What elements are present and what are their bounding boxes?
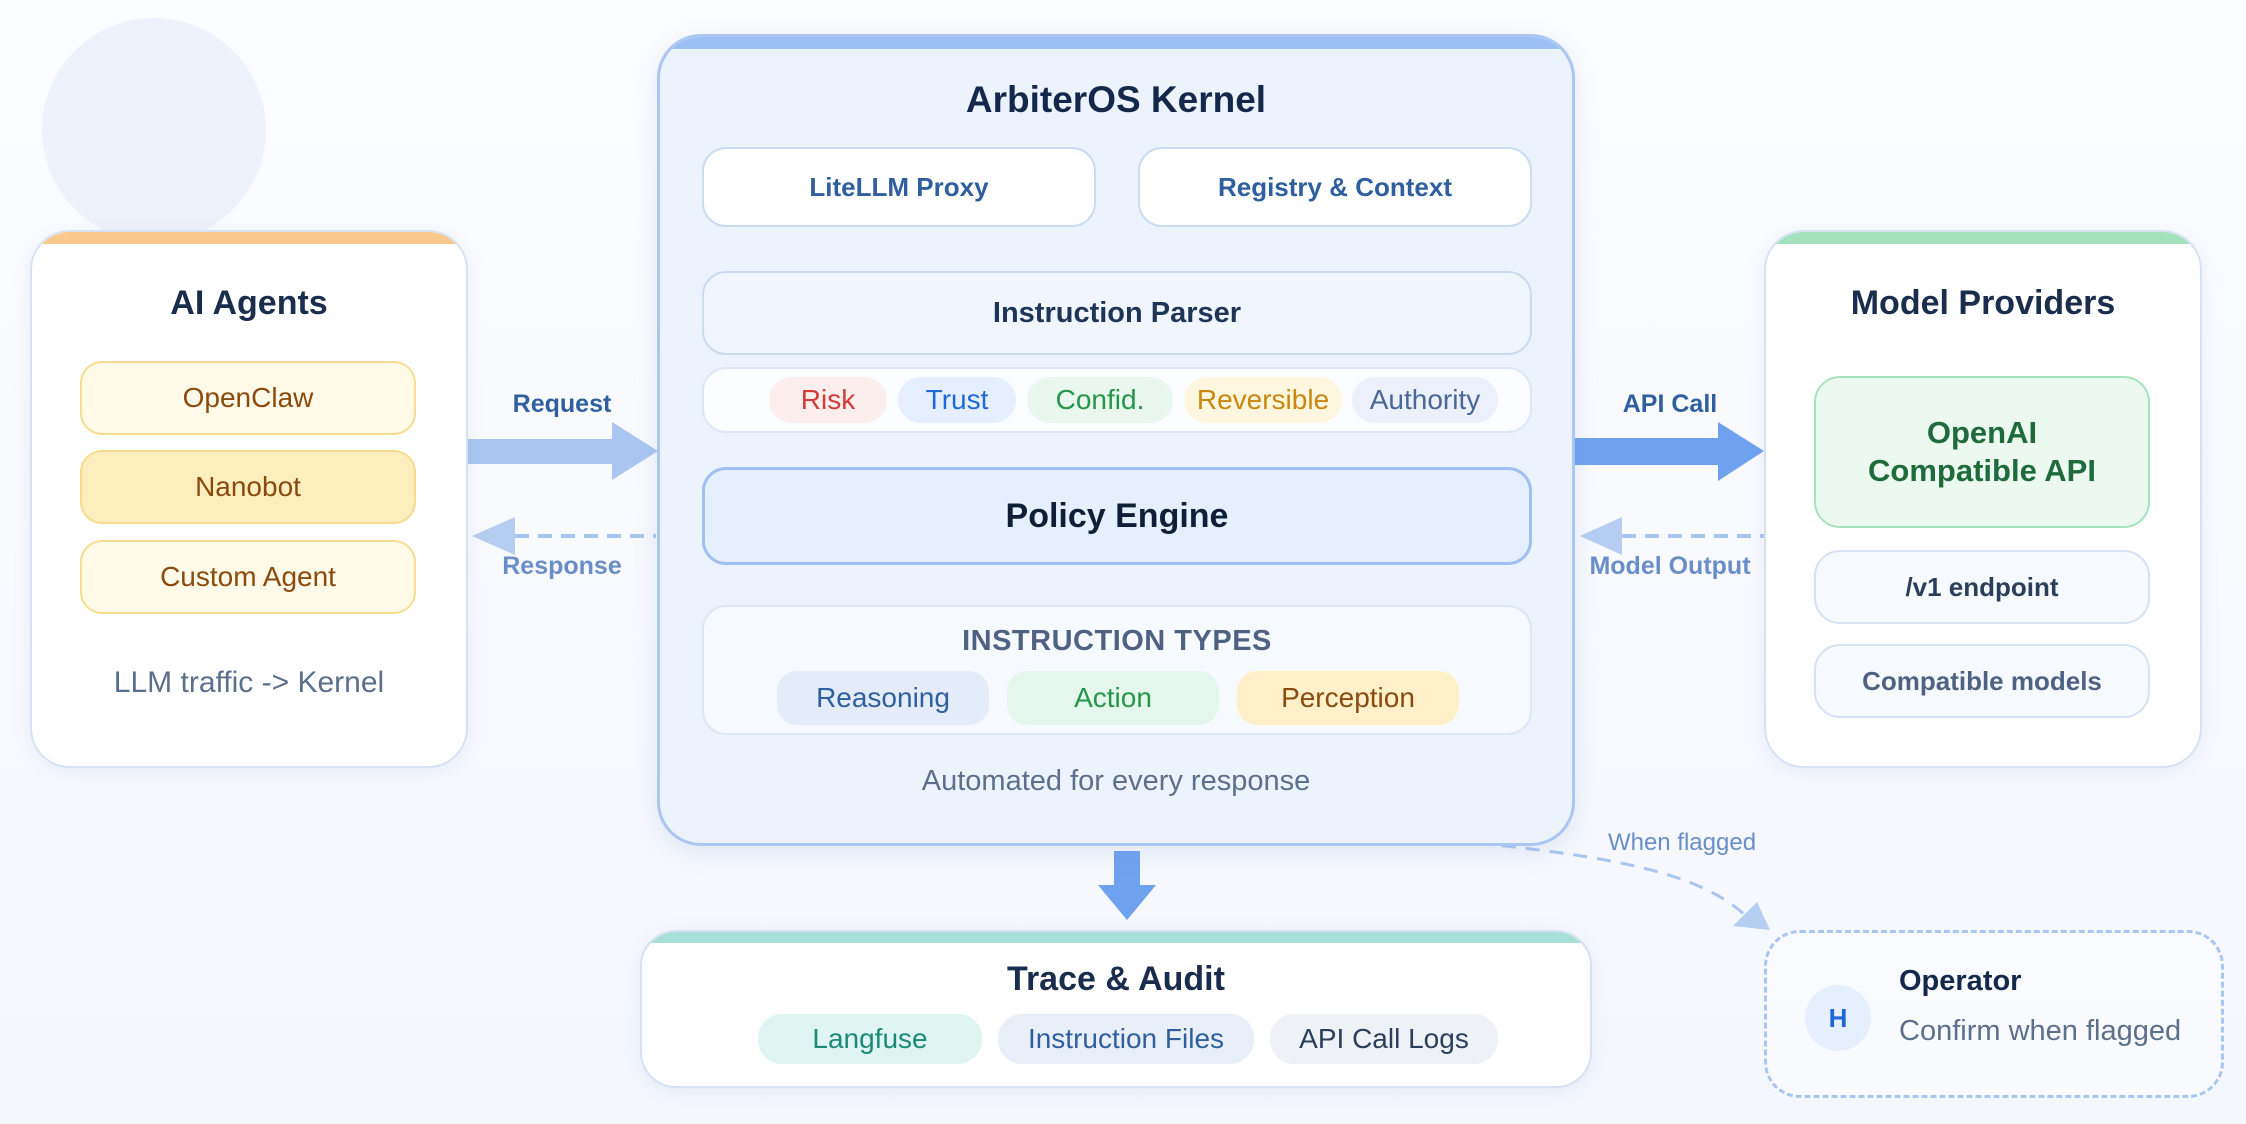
operator-title: Operator (1899, 965, 2022, 997)
attr-risk: Risk (769, 377, 887, 423)
model-output-arrow-head (1580, 517, 1622, 555)
attr-authority: Authority (1352, 377, 1498, 423)
policy-engine[interactable]: Policy Engine (702, 467, 1532, 565)
registry-context[interactable]: Registry & Context (1138, 147, 1532, 227)
response-arrow-head (472, 517, 515, 555)
agent-custom[interactable]: Custom Agent (80, 540, 416, 614)
response-label: Response (502, 552, 622, 580)
type-reasoning: Reasoning (777, 671, 989, 725)
operator-subtitle: Confirm when flagged (1899, 1015, 2182, 1047)
agent-nanobot[interactable]: Nanobot (80, 450, 416, 524)
ai-agents-band (32, 232, 466, 244)
compatible-api-line: Compatible API (1868, 453, 2096, 488)
trace-audit-band (642, 932, 1590, 943)
model-output-label: Model Output (1589, 552, 1751, 580)
trace-langfuse[interactable]: Langfuse (758, 1014, 982, 1064)
openai-line: OpenAI (1926, 415, 2038, 450)
trace-audit-title: Trace & Audit (1007, 960, 1225, 998)
model-providers-card: Model Providers OpenAI Compatible API /v… (1764, 230, 2202, 768)
ai-agents-card: AI Agents OpenClaw Nanobot Custom Agent … (30, 230, 468, 768)
v1-endpoint[interactable]: /v1 endpoint (1814, 550, 2150, 624)
attr-confid: Confid. (1027, 377, 1173, 423)
model-providers-title: Model Providers (1850, 284, 2116, 322)
operator-box: H Operator Confirm when flagged (1764, 930, 2224, 1098)
api-call-arrow (1574, 422, 1764, 481)
trace-instruction-files[interactable]: Instruction Files (998, 1014, 1254, 1064)
trace-api-call-logs[interactable]: API Call Logs (1270, 1014, 1498, 1064)
operator-avatar: H (1805, 985, 1871, 1051)
trace-audit-card: Trace & Audit Langfuse Instruction Files… (640, 930, 1592, 1088)
instruction-parser[interactable]: Instruction Parser (702, 271, 1532, 355)
kernel-title: ArbiterOS Kernel (965, 79, 1267, 120)
request-arrow (466, 422, 658, 480)
kernel-panel: ArbiterOS Kernel LiteLLM Proxy Registry … (657, 34, 1575, 846)
decorative-circle (42, 18, 266, 242)
attr-trust: Trust (898, 377, 1016, 423)
request-label: Request (512, 390, 612, 418)
agent-openclaw[interactable]: OpenClaw (80, 361, 416, 435)
kernel-to-trace-arrow (1098, 851, 1156, 920)
litellm-proxy[interactable]: LiteLLM Proxy (702, 147, 1096, 227)
when-flagged-label: When flagged (1607, 829, 1757, 856)
kernel-footer: Automated for every response (921, 765, 1311, 797)
openai-compatible-api[interactable]: OpenAI Compatible API (1814, 376, 2150, 528)
kernel-band (660, 37, 1572, 49)
ai-agents-footer: LLM traffic -> Kernel (113, 666, 385, 699)
compatible-models[interactable]: Compatible models (1814, 644, 2150, 718)
api-call-label: API Call (1622, 390, 1718, 418)
instruction-types-heading: INSTRUCTION TYPES (962, 625, 1272, 657)
ai-agents-title: AI Agents (170, 284, 328, 322)
type-action: Action (1007, 671, 1219, 725)
attr-reversible: Reversible (1184, 377, 1342, 423)
flagged-arrow-head (1733, 902, 1770, 930)
model-providers-band (1766, 232, 2200, 244)
type-perception: Perception (1237, 671, 1459, 725)
